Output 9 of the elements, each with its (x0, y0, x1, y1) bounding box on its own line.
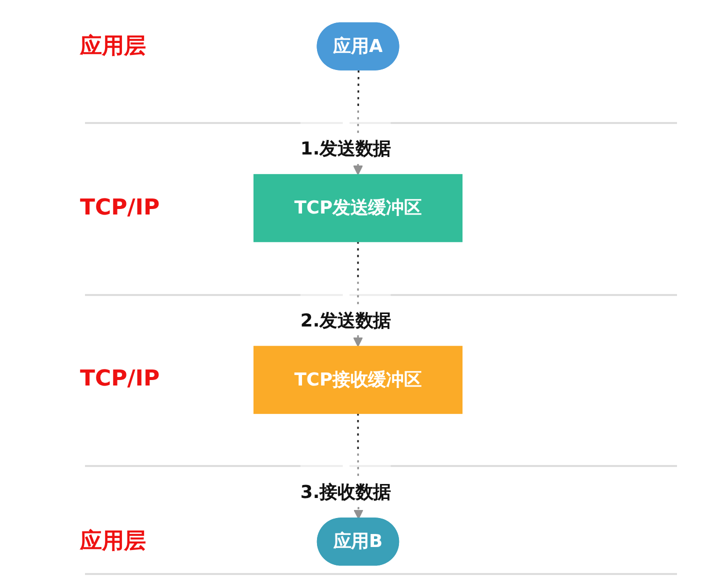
edge-label: 3.接收数据 (300, 480, 392, 502)
layer-label: TCP/IP (80, 366, 160, 392)
edge-label: 2.发送数据 (300, 309, 392, 330)
node-box: TCP发送缓冲区 (253, 174, 463, 242)
edge-label: 1.发送数据 (300, 137, 392, 159)
layer-label: 应用层 (80, 528, 146, 556)
layer-label: 应用层 (80, 32, 146, 61)
layer-label: TCP/IP (80, 195, 160, 220)
node-box: TCP接收缓冲区 (253, 345, 463, 414)
